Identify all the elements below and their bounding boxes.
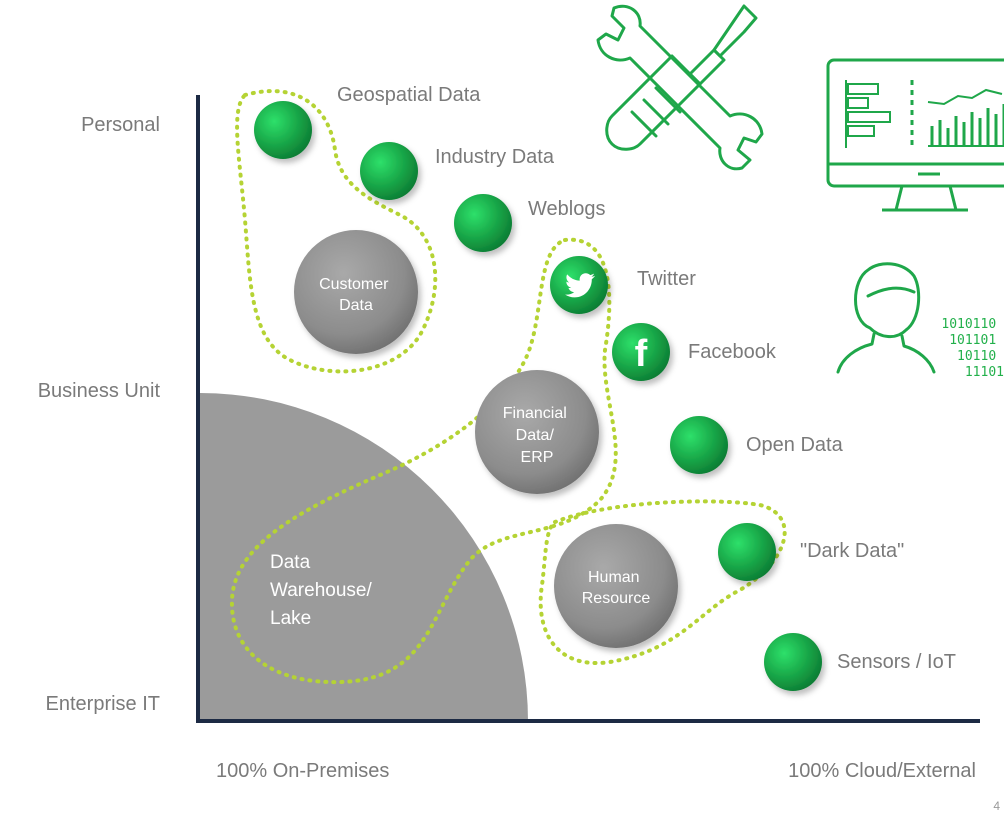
bubble-label: Facebook bbox=[688, 341, 777, 363]
group-outline-left bbox=[235, 89, 438, 374]
bubble-label: Geospatial Data bbox=[337, 84, 481, 106]
bubble-industry-data: Industry Data bbox=[360, 142, 555, 200]
page-number: 4 bbox=[993, 799, 1000, 813]
monitor-chart-icon bbox=[826, 58, 1004, 212]
bubble-label: Customer Data bbox=[319, 276, 393, 314]
y-label-enterprise-it: Enterprise IT bbox=[46, 693, 160, 715]
bubble-label: Industry Data bbox=[435, 146, 555, 168]
y-label-personal: Personal bbox=[81, 114, 160, 136]
facebook-icon: f bbox=[635, 333, 648, 375]
group-outline-middle bbox=[229, 237, 618, 685]
bubble-label: Twitter bbox=[637, 268, 696, 290]
twitter-icon bbox=[565, 273, 596, 298]
bubble-facebook: f Facebook bbox=[612, 323, 777, 381]
bubble-geospatial-data: Geospatial Data bbox=[254, 84, 481, 159]
x-label-on-premises: 100% On-Premises bbox=[216, 760, 389, 782]
bubble-label: Weblogs bbox=[528, 198, 605, 220]
person-binary-icon: 1010110 101101 10110 11101 bbox=[836, 262, 1004, 380]
svg-text:1010110 101101 101: 1010110 101101 10110 11101 bbox=[941, 317, 1004, 380]
bubble-sensors-iot: Sensors / IoT bbox=[764, 633, 956, 691]
bubble-label: Human Resource bbox=[582, 569, 651, 607]
bubble-human-resource: Human Resource bbox=[554, 524, 678, 648]
bubble-label: Open Data bbox=[746, 434, 844, 456]
group-outline-bottom bbox=[538, 499, 787, 666]
data-warehouse-label: Data Warehouse/ Lake bbox=[270, 552, 377, 629]
bubble-label: "Dark Data" bbox=[800, 540, 904, 562]
tools-icon bbox=[596, 4, 764, 171]
bubble-financial-data-erp: Financial Data/ ERP bbox=[475, 370, 599, 494]
bubble-label: Sensors / IoT bbox=[837, 651, 956, 673]
y-label-business-unit: Business Unit bbox=[38, 380, 161, 402]
data-warehouse-zone bbox=[200, 393, 528, 721]
bubble-weblogs: Weblogs bbox=[454, 194, 605, 252]
bubble-label: Financial Data/ ERP bbox=[503, 405, 571, 466]
bubble-twitter: Twitter bbox=[550, 256, 696, 314]
x-label-cloud-external: 100% Cloud/External bbox=[788, 760, 976, 782]
bubble-open-data: Open Data bbox=[670, 416, 844, 474]
bubble-customer-data: Customer Data bbox=[294, 230, 418, 354]
bubble-dark-data: "Dark Data" bbox=[718, 523, 904, 581]
